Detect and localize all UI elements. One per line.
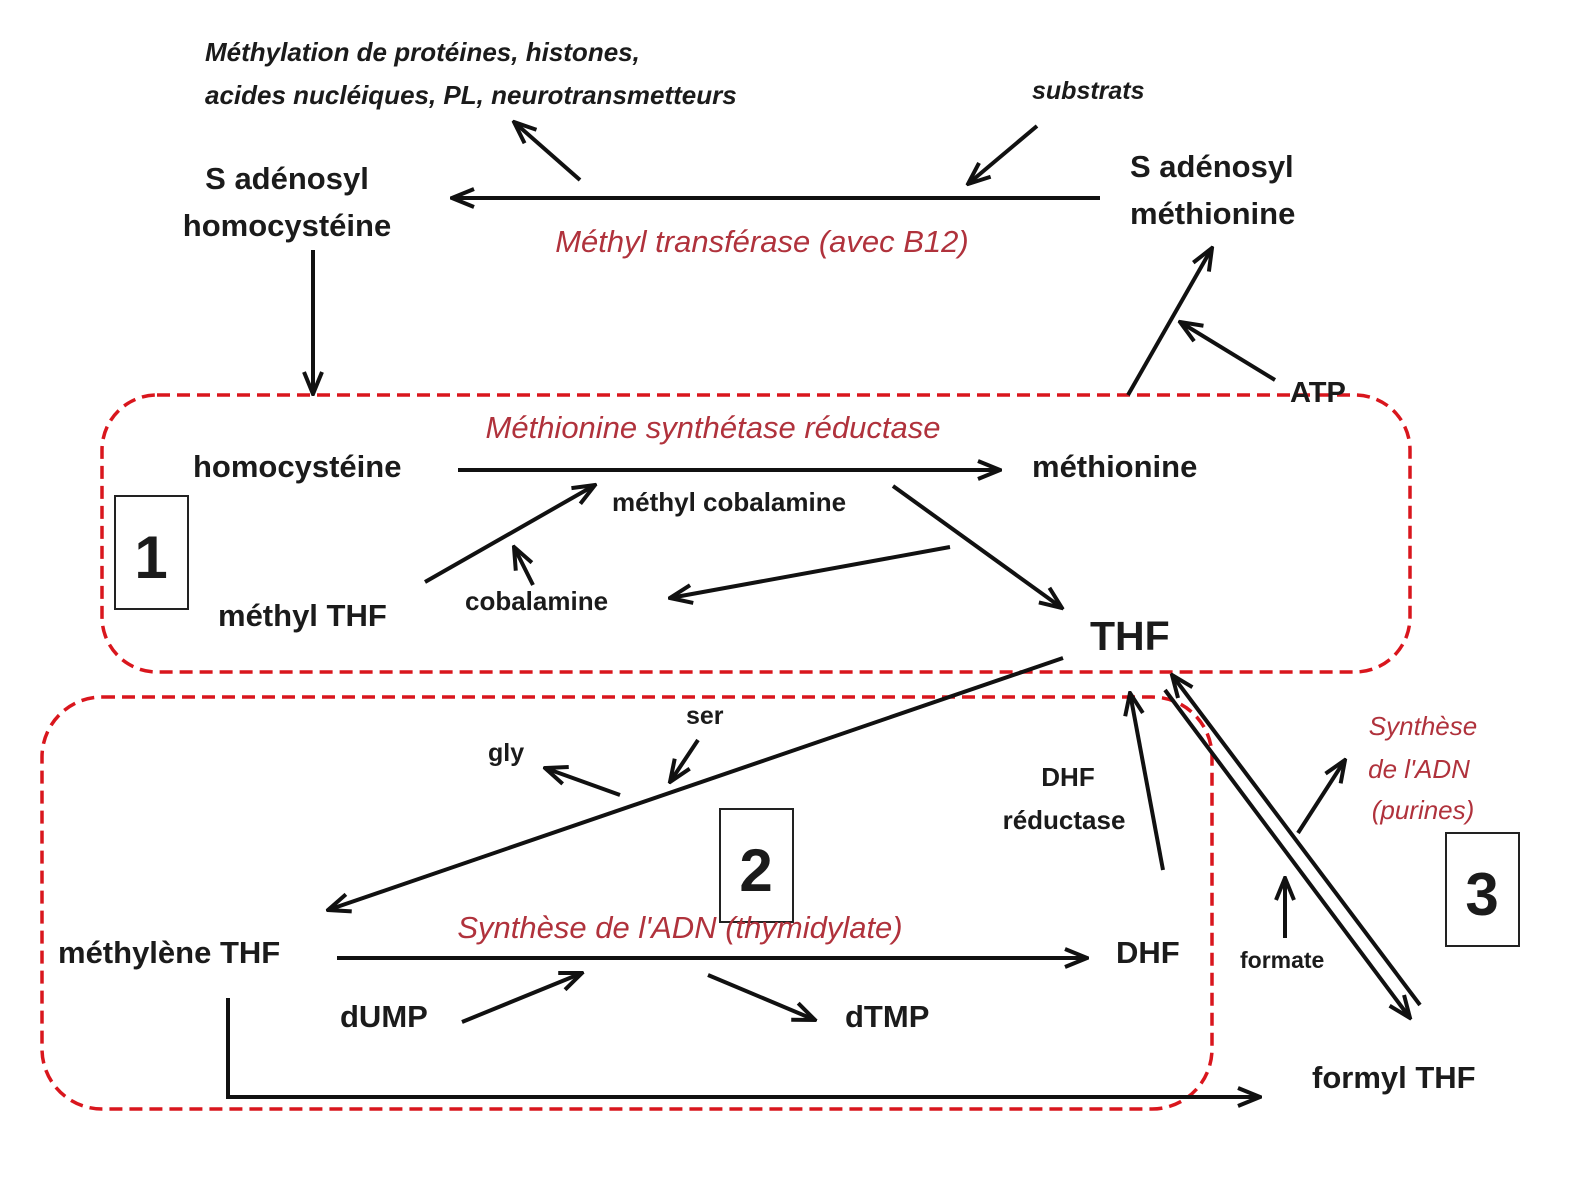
arrow-methyl-thf-to-methyl-cobalamine (424, 485, 595, 584)
formyl-thf-label: formyl THF (1312, 1060, 1476, 1095)
methyl-transferase-label: Méthyl transférase (avec B12) (555, 224, 969, 259)
arrow-ser (670, 738, 700, 782)
gly-label: gly (488, 739, 524, 767)
methyl-cobalamine-label: méthyl cobalamine (612, 487, 846, 517)
arrow-cobalamine-up (514, 547, 535, 586)
synthese-thymidylate-label: Synthèse de l'ADN (thymidylate) (457, 910, 902, 945)
synthese-purines-line3: (purines) (1372, 795, 1475, 825)
arrow-to-methylation (514, 122, 582, 182)
cycle-3-number: 3 (1445, 832, 1520, 947)
atp-label: ATP (1290, 377, 1346, 409)
cycle-2-label: 2 (739, 837, 772, 904)
arrow-atp (1180, 322, 1277, 382)
methionine-synthetase-label: Méthionine synthétase réductase (486, 410, 941, 445)
arrow-dump (461, 973, 582, 1024)
arrow-methyl-cobalamine-to-thf (891, 484, 1062, 608)
cycle-1-label: 1 (134, 524, 167, 591)
cobalamine-label: cobalamine (465, 586, 608, 616)
methyl-thf-label: méthyl THF (218, 598, 387, 633)
arrows (226, 122, 1422, 1097)
methylation-targets-line2: acides nucléiques, PL, neurotransmetteur… (205, 80, 737, 110)
dump-label: dUMP (340, 999, 428, 1034)
cycle-2-number: 2 (719, 808, 794, 923)
cycle-3-label: 3 (1465, 861, 1498, 928)
methylene-thf-label: méthylène THF (58, 935, 280, 970)
arrow-methionine-to-sam (1126, 248, 1212, 396)
arrow-methylene-thf-to-formyl-thf (226, 998, 1260, 1097)
sam-label-line1: S adénosyl (1130, 149, 1294, 184)
dhf-label: DHF (1116, 935, 1180, 970)
cycle-1-number: 1 (114, 495, 189, 610)
synthese-purines-line2: de l'ADN (1368, 754, 1470, 784)
arrow-thf-to-formyl-thf (1163, 688, 1410, 1018)
arrow-dhf-to-thf (1130, 693, 1165, 871)
cycle-1-box (100, 393, 1412, 674)
arrow-thf-to-methylene-thf (328, 656, 1064, 910)
substrats-label: substrats (1032, 77, 1145, 105)
arrow-substrats (968, 124, 1039, 184)
dhf-reductase-line1: DHF (1041, 762, 1094, 792)
arrow-to-dtmp (707, 973, 815, 1020)
sam-label-line2: méthionine (1130, 196, 1295, 231)
thf-label: THF (1090, 613, 1170, 659)
dhf-reductase-line2: réductase (1003, 805, 1126, 835)
sah-label-line1: S adénosyl (205, 161, 369, 196)
arrow-to-cobalamine (670, 545, 951, 598)
dtmp-label: dTMP (845, 999, 929, 1034)
formate-label: formate (1240, 947, 1324, 973)
cycle-2-box (40, 695, 1214, 1111)
homocysteine-label: homocystéine (193, 449, 401, 484)
arrow-to-purines (1296, 760, 1345, 835)
methionine-label: méthionine (1032, 449, 1197, 484)
methylation-targets-line1: Méthylation de protéines, histones, (205, 37, 640, 67)
synthese-purines-line1: Synthèse (1369, 711, 1477, 741)
ser-label: ser (686, 702, 724, 730)
arrow-to-gly (545, 768, 621, 797)
arrow-formyl-thf-to-thf (1172, 675, 1422, 1007)
sah-label-line2: homocystéine (183, 208, 391, 243)
